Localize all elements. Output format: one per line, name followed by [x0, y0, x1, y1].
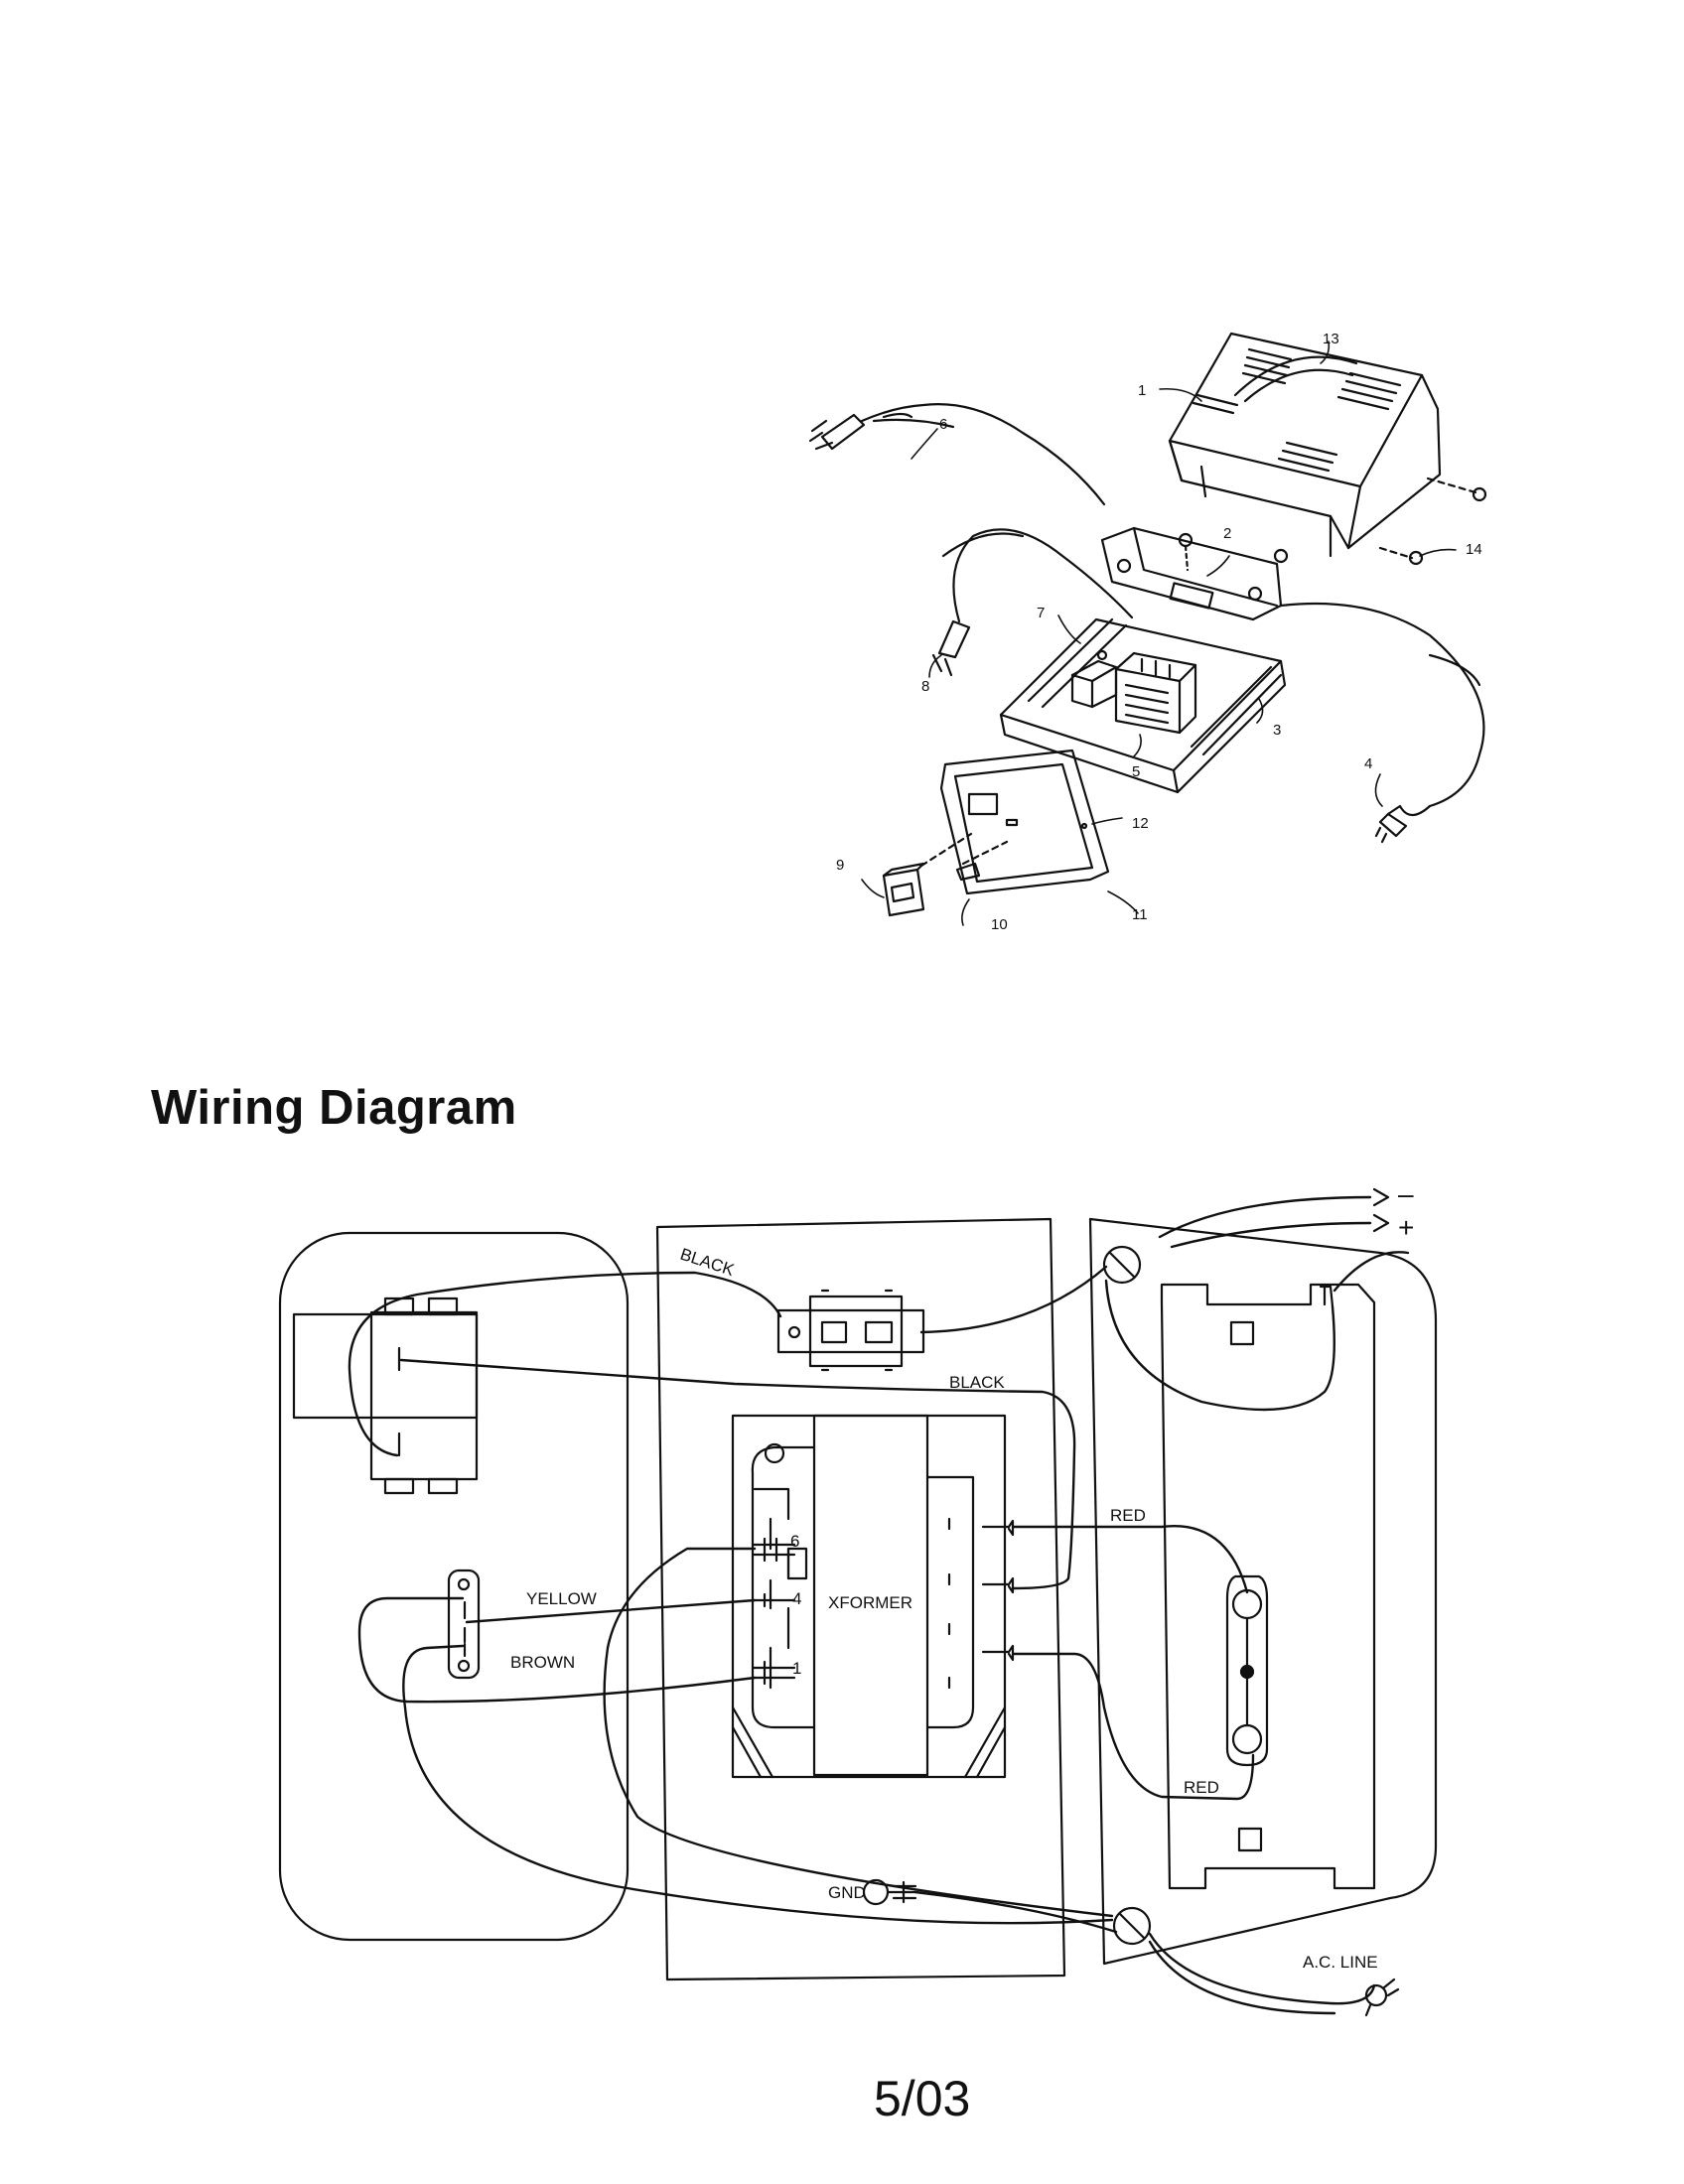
- wire-black-mid: [399, 1358, 1076, 1590]
- circuit-breaker: [292, 1297, 479, 1495]
- wire-terminal-6: [603, 1547, 1114, 1918]
- wire-red-top: [1011, 1525, 1249, 1594]
- wire-red-bottom: [1011, 1652, 1255, 1801]
- panel-screws: [1102, 1245, 1152, 1946]
- callout-6: 6: [939, 416, 947, 433]
- wire-ac-line: [1148, 1932, 1376, 2005]
- label-black-mid: BLACK: [949, 1373, 1005, 1392]
- callout-9: 9: [836, 857, 844, 874]
- board-clip: [1319, 1285, 1334, 1308]
- ac-plug-icon: [1364, 1978, 1400, 2017]
- polarity-negative: –: [1398, 1178, 1414, 1209]
- wire-top-screw-loop: [1104, 1279, 1335, 1412]
- callout-8: 8: [921, 678, 929, 695]
- callout-7: 7: [1037, 605, 1045, 621]
- wire-output-neg: [1158, 1195, 1372, 1239]
- wire-gnd: [913, 1890, 1118, 1934]
- output-arrows: [1372, 1187, 1390, 1233]
- callout-13: 13: [1323, 331, 1339, 347]
- callout-leaders: [861, 341, 1457, 926]
- wire-brown: [402, 1644, 1114, 1925]
- right-inner-board: [1160, 1283, 1376, 1890]
- wire-yellow-loop: [357, 1596, 757, 1704]
- wire-black-to-screw: [919, 1265, 1108, 1334]
- callout-1: 1: [1138, 382, 1146, 399]
- terminal-1: 1: [792, 1659, 801, 1678]
- wire-output-pos: [1170, 1221, 1372, 1249]
- callout-5: 5: [1132, 763, 1140, 780]
- wire-yellow: [465, 1598, 757, 1624]
- exploded-parts-view: [808, 332, 1487, 926]
- battery-clamps: [808, 403, 1485, 844]
- middle-panel-outline: [655, 1217, 1066, 1981]
- polarity-positive: +: [1398, 1212, 1414, 1243]
- callout-14: 14: [1466, 541, 1482, 558]
- callout-11: 11: [1132, 906, 1148, 923]
- label-gnd: GND: [828, 1883, 866, 1902]
- selector-switch: [447, 1569, 481, 1680]
- front-bezel-part: [939, 749, 1110, 895]
- callout-numbers: 1 2 3 4 5 6 7 8 9 10 11 12 13 14: [836, 331, 1482, 933]
- label-xformer: XFORMER: [828, 1593, 912, 1612]
- ground-lug: [862, 1878, 917, 1906]
- diagram-labels: BLACK BLACK RED RED YELLOW BROWN A.C. LI…: [510, 1178, 1414, 1972]
- wire-black-top: [348, 1271, 782, 1457]
- label-yellow: YELLOW: [526, 1589, 597, 1608]
- wire-ac-line-2: [1148, 1940, 1336, 2015]
- callout-2: 2: [1223, 525, 1231, 542]
- wiring-diagram: BLACK BLACK RED RED YELLOW BROWN A.C. LI…: [278, 1178, 1438, 2017]
- indicator-lamp: [1225, 1574, 1269, 1767]
- terminal-4: 4: [792, 1589, 801, 1608]
- right-panel-outline: [1088, 1217, 1438, 1966]
- meter-part: [882, 832, 1009, 917]
- callout-3: 3: [1273, 722, 1281, 739]
- cover-part: [1168, 332, 1487, 566]
- left-panel-outline: [278, 1231, 630, 1942]
- wire-right-loop: [1333, 1251, 1410, 1293]
- wiring-diagram-heading: Wiring Diagram: [151, 1081, 517, 1135]
- page-footer-date: 5/03: [874, 2071, 971, 2126]
- transformer-terminals: [751, 1519, 1015, 1686]
- label-brown: BROWN: [510, 1653, 575, 1672]
- board-square-bottom: [1237, 1827, 1263, 1852]
- callout-4: 4: [1364, 755, 1372, 772]
- terminal-6: 6: [790, 1532, 799, 1551]
- label-red-bottom: RED: [1184, 1778, 1219, 1797]
- label-ac-line: A.C. LINE: [1303, 1953, 1378, 1972]
- board-square-top: [1229, 1320, 1255, 1346]
- wires: [348, 1195, 1410, 2015]
- callout-10: 10: [991, 916, 1008, 933]
- label-red-top: RED: [1110, 1506, 1146, 1525]
- transformer: [731, 1414, 1007, 1779]
- rectifier: [776, 1289, 925, 1372]
- callout-12: 12: [1132, 815, 1149, 832]
